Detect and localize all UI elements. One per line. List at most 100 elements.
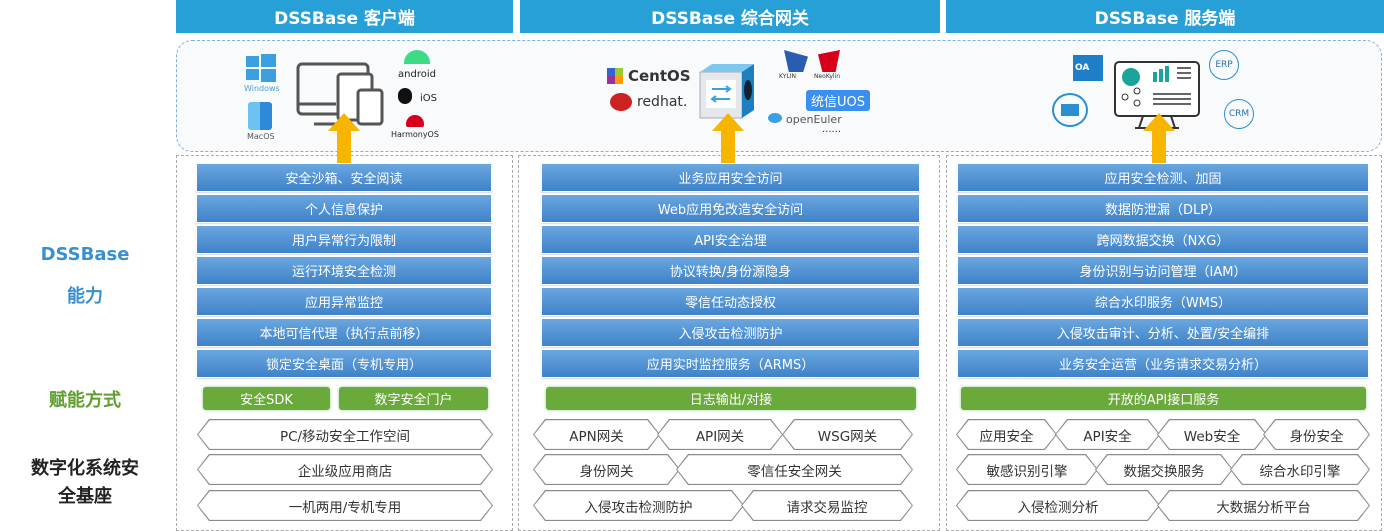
base-module: 数据交换服务 [1095,454,1233,485]
capability-bar: 安全沙箱、安全阅读 [196,163,492,192]
openeuler-icon [768,113,782,123]
capability-bar: Web应用免改造安全访问 [541,194,920,223]
base-module-label: 大数据分析平台 [1158,491,1369,520]
android-label: android [398,69,436,80]
base-module: 企业级应用商店 [197,454,493,485]
base-module-label: 请求交易监控 [742,491,912,520]
ios-label: iOS [420,93,437,104]
windows-label: Windows [244,84,280,93]
openeuler-label: openEuler [786,113,842,126]
base-module-label: 身份网关 [534,455,679,484]
capability-bar: 协议转换/身份源隐身 [541,256,920,285]
base-module-label: 敏感识别引擎 [957,455,1097,484]
capability-bar: 入侵攻击检测防护 [541,318,920,347]
up-arrow-icon [328,113,360,163]
huawei-icon [406,115,424,127]
base-module: 应用安全 [956,419,1057,450]
capability-bar: 个人信息保护 [196,194,492,223]
enable-mode-pill: 开放的API接口服务 [961,387,1366,410]
capability-bar: 业务安全运营（业务请求交易分析） [957,349,1369,378]
dashboard-monitor-icon [1113,60,1203,136]
base-module: 零信任安全网关 [676,454,913,485]
base-module: 请求交易监控 [741,490,913,521]
enable-mode-pill: 日志输出/对接 [546,387,916,410]
base-module-label: PC/移动安全工作空间 [198,420,492,449]
centos-icon [607,68,623,84]
redhat-icon [610,93,632,111]
base-module-label: APN网关 [534,420,659,449]
redhat-label: redhat. [637,94,688,110]
capability-bar: API安全治理 [541,225,920,254]
capability-bar: 应用异常监控 [196,287,492,316]
crm-icon: CRM [1224,99,1254,129]
base-module-label: Web安全 [1158,420,1266,449]
base-module: 身份安全 [1263,419,1370,450]
mail-icon [1052,93,1088,127]
enable-mode-label: 赋能方式 [49,390,121,411]
apple-icon [398,88,412,104]
base-module-label: API安全 [1056,420,1159,449]
base-module: WSG网关 [782,419,913,450]
base-module-label: 应用安全 [957,420,1056,449]
base-module: API安全 [1055,419,1160,450]
header-server: DSSBase 服务端 [946,0,1384,33]
capability-bar: 零信任动态授权 [541,287,920,316]
base-module: APN网关 [533,419,660,450]
oa-icon: OA [1073,55,1103,81]
base-module-label: 一机两用/专机专用 [198,491,492,520]
base-module: 综合水印引擎 [1230,454,1370,485]
capability-bar: 本地可信代理（执行点前移） [196,318,492,347]
base-module: API网关 [657,419,783,450]
base-module-label: 综合水印引擎 [1231,455,1369,484]
gateway-device-icon [698,62,756,124]
harmonyos-label: HarmonyOS [391,130,439,139]
base-module: 入侵攻击检测防护 [533,490,744,521]
android-icon [404,50,430,64]
base-module: 身份网关 [533,454,680,485]
kylin-label: KYLIN [779,73,796,80]
macos-icon [248,102,272,130]
centos-label: CentOS [628,67,691,85]
base-module-label: 入侵攻击检测防护 [534,491,743,520]
base-module: 敏感识别引擎 [956,454,1098,485]
windows-icon [246,54,276,86]
base-module-label: 身份安全 [1264,420,1369,449]
capability-bar: 业务应用安全访问 [541,163,920,192]
base-module-label: 数据交换服务 [1096,455,1232,484]
capability-bar: 应用安全检测、加固 [957,163,1369,192]
devices-icon [296,62,388,132]
neokylin-icon [818,50,840,72]
capability-bar: 应用实时监控服务（ARMS） [541,349,920,378]
capability-bar: 入侵攻击审计、分析、处置/安全编排 [957,318,1369,347]
base-module-label: 入侵检测分析 [957,491,1159,520]
uos-logo: 统信UOS [806,90,870,111]
base-label-2: 全基座 [58,486,112,507]
header-client: DSSBase 客户端 [176,0,513,33]
up-arrow-icon [712,113,744,163]
capability-bar: 跨网数据交换（NXG） [957,225,1369,254]
capability-bar: 身份识别与访问管理（IAM） [957,256,1369,285]
base-module-label: WSG网关 [783,420,912,449]
base-module: 入侵检测分析 [956,490,1160,521]
base-module: PC/移动安全工作空间 [197,419,493,450]
base-module: 一机两用/专机专用 [197,490,493,521]
capability-label-2: 能力 [67,286,103,307]
base-module-label: 企业级应用商店 [198,455,492,484]
header-gateway: DSSBase 综合网关 [520,0,940,33]
more-label: ...... [822,124,842,135]
enable-mode-pill: 数字安全门户 [339,387,488,410]
neokylin-label: NeoKylin [814,73,841,80]
base-module-label: 零信任安全网关 [677,455,912,484]
capability-bar: 运行环境安全检测 [196,256,492,285]
base-label-1: 数字化系统安 [31,458,139,479]
enable-mode-pill: 安全SDK [203,387,330,410]
base-module-label: API网关 [658,420,782,449]
kylin-icon [784,50,808,72]
base-module: 大数据分析平台 [1157,490,1370,521]
capability-bar: 综合水印服务（WMS） [957,287,1369,316]
base-module: Web安全 [1157,419,1267,450]
capability-bar: 用户异常行为限制 [196,225,492,254]
macos-label: MacOS [247,132,275,141]
capability-label-1: DSSBase [40,244,130,265]
erp-icon: ERP [1209,50,1239,80]
